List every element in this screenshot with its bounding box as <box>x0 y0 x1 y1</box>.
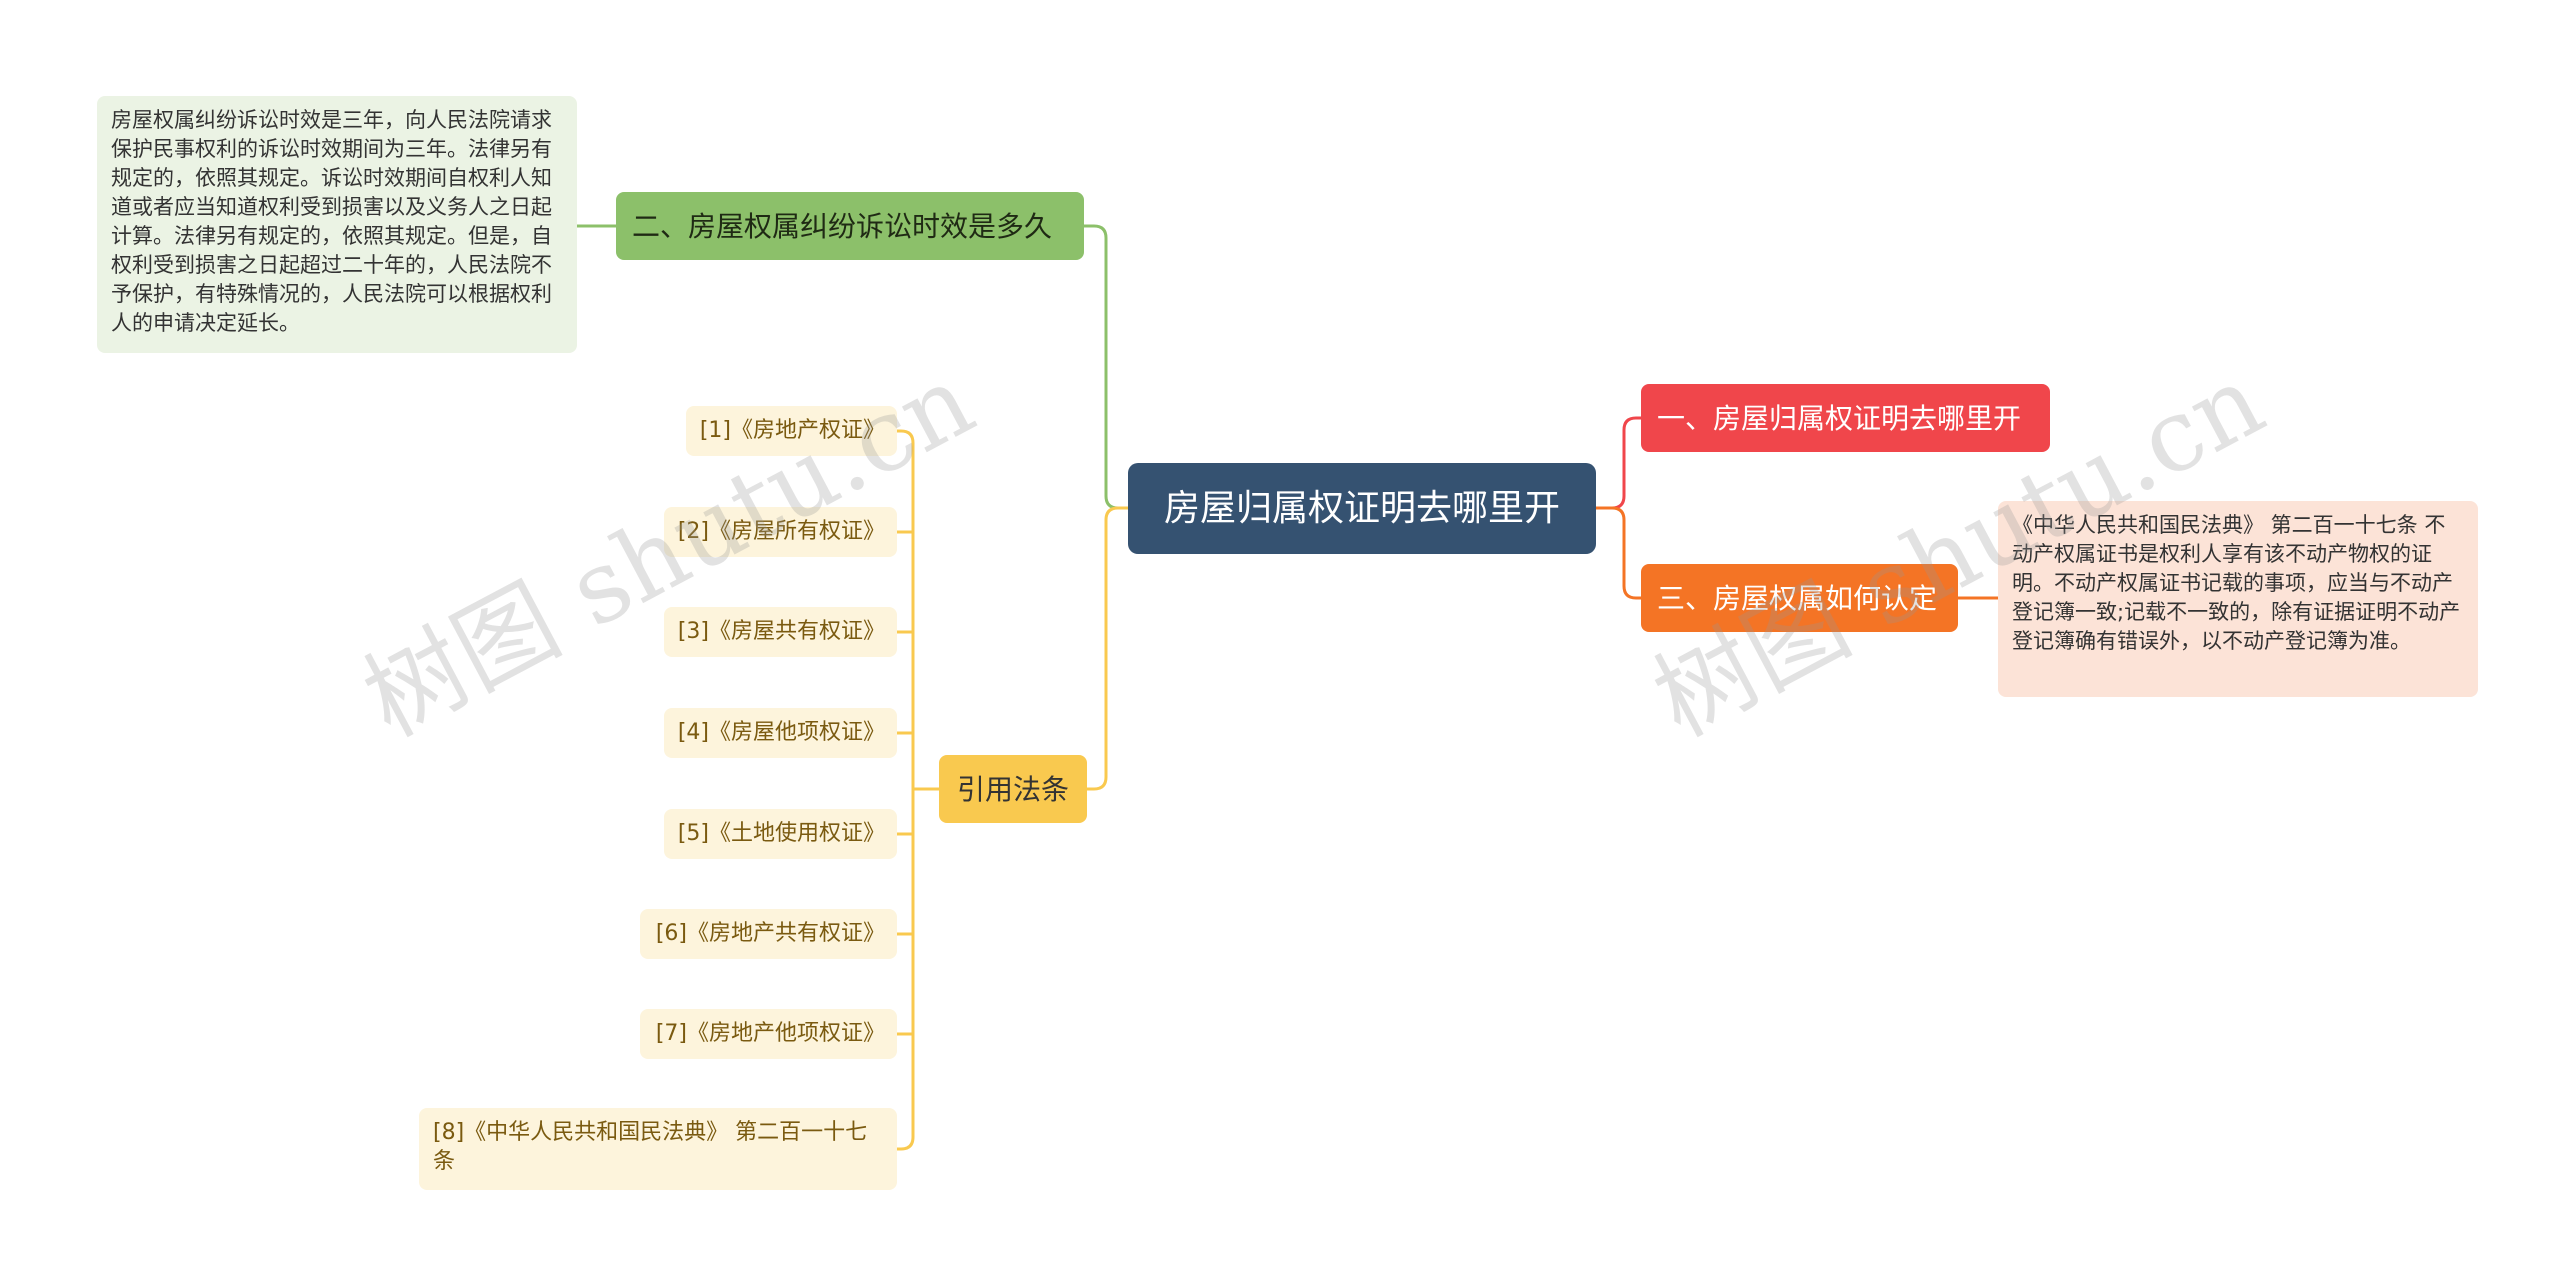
branch-cited-laws[interactable]: 引用法条 <box>939 755 1087 823</box>
ref-item-1[interactable]: [1]《房地产权证》 <box>686 406 897 456</box>
root-topic[interactable]: 房屋归属权证明去哪里开 <box>1128 463 1596 554</box>
ref-item-5[interactable]: [5]《土地使用权证》 <box>664 809 897 859</box>
link-refs-spine <box>897 429 939 1151</box>
ref-item-4[interactable]: [4]《房屋他项权证》 <box>664 708 897 758</box>
branch-litigation-period[interactable]: 二、房屋权属纠纷诉讼时效是多久 <box>616 192 1084 260</box>
ref-item-8[interactable]: [8]《中华人民共和国民法典》 第二百一十七条 <box>419 1108 897 1190</box>
leaf-determine-text[interactable]: 《中华人民共和国民法典》 第二百一十七条 不动产权属证书是权利人享有该不动产物权… <box>1998 501 2478 697</box>
link-root-b3 <box>1596 506 1641 600</box>
ref-item-7[interactable]: [7]《房地产他项权证》 <box>640 1009 897 1059</box>
ref-item-6[interactable]: [6]《房地产共有权证》 <box>640 909 897 959</box>
link-root-b1 <box>1596 416 1641 510</box>
leaf-litigation-period-text[interactable]: 房屋权属纠纷诉讼时效是三年，向人民法院请求保护民事权利的诉讼时效期间为三年。法律… <box>97 96 577 353</box>
branch-how-to-determine[interactable]: 三、房屋权属如何认定 <box>1641 564 1958 632</box>
ref-item-2[interactable]: [2]《房屋所有权证》 <box>664 507 897 557</box>
link-root-refs <box>1087 506 1128 791</box>
link-root-b2 <box>1084 224 1128 510</box>
ref-item-3[interactable]: [3]《房屋共有权证》 <box>664 607 897 657</box>
link-refs-stubs <box>897 530 925 1036</box>
branch-where-to-issue[interactable]: 一、房屋归属权证明去哪里开 <box>1641 384 2050 452</box>
